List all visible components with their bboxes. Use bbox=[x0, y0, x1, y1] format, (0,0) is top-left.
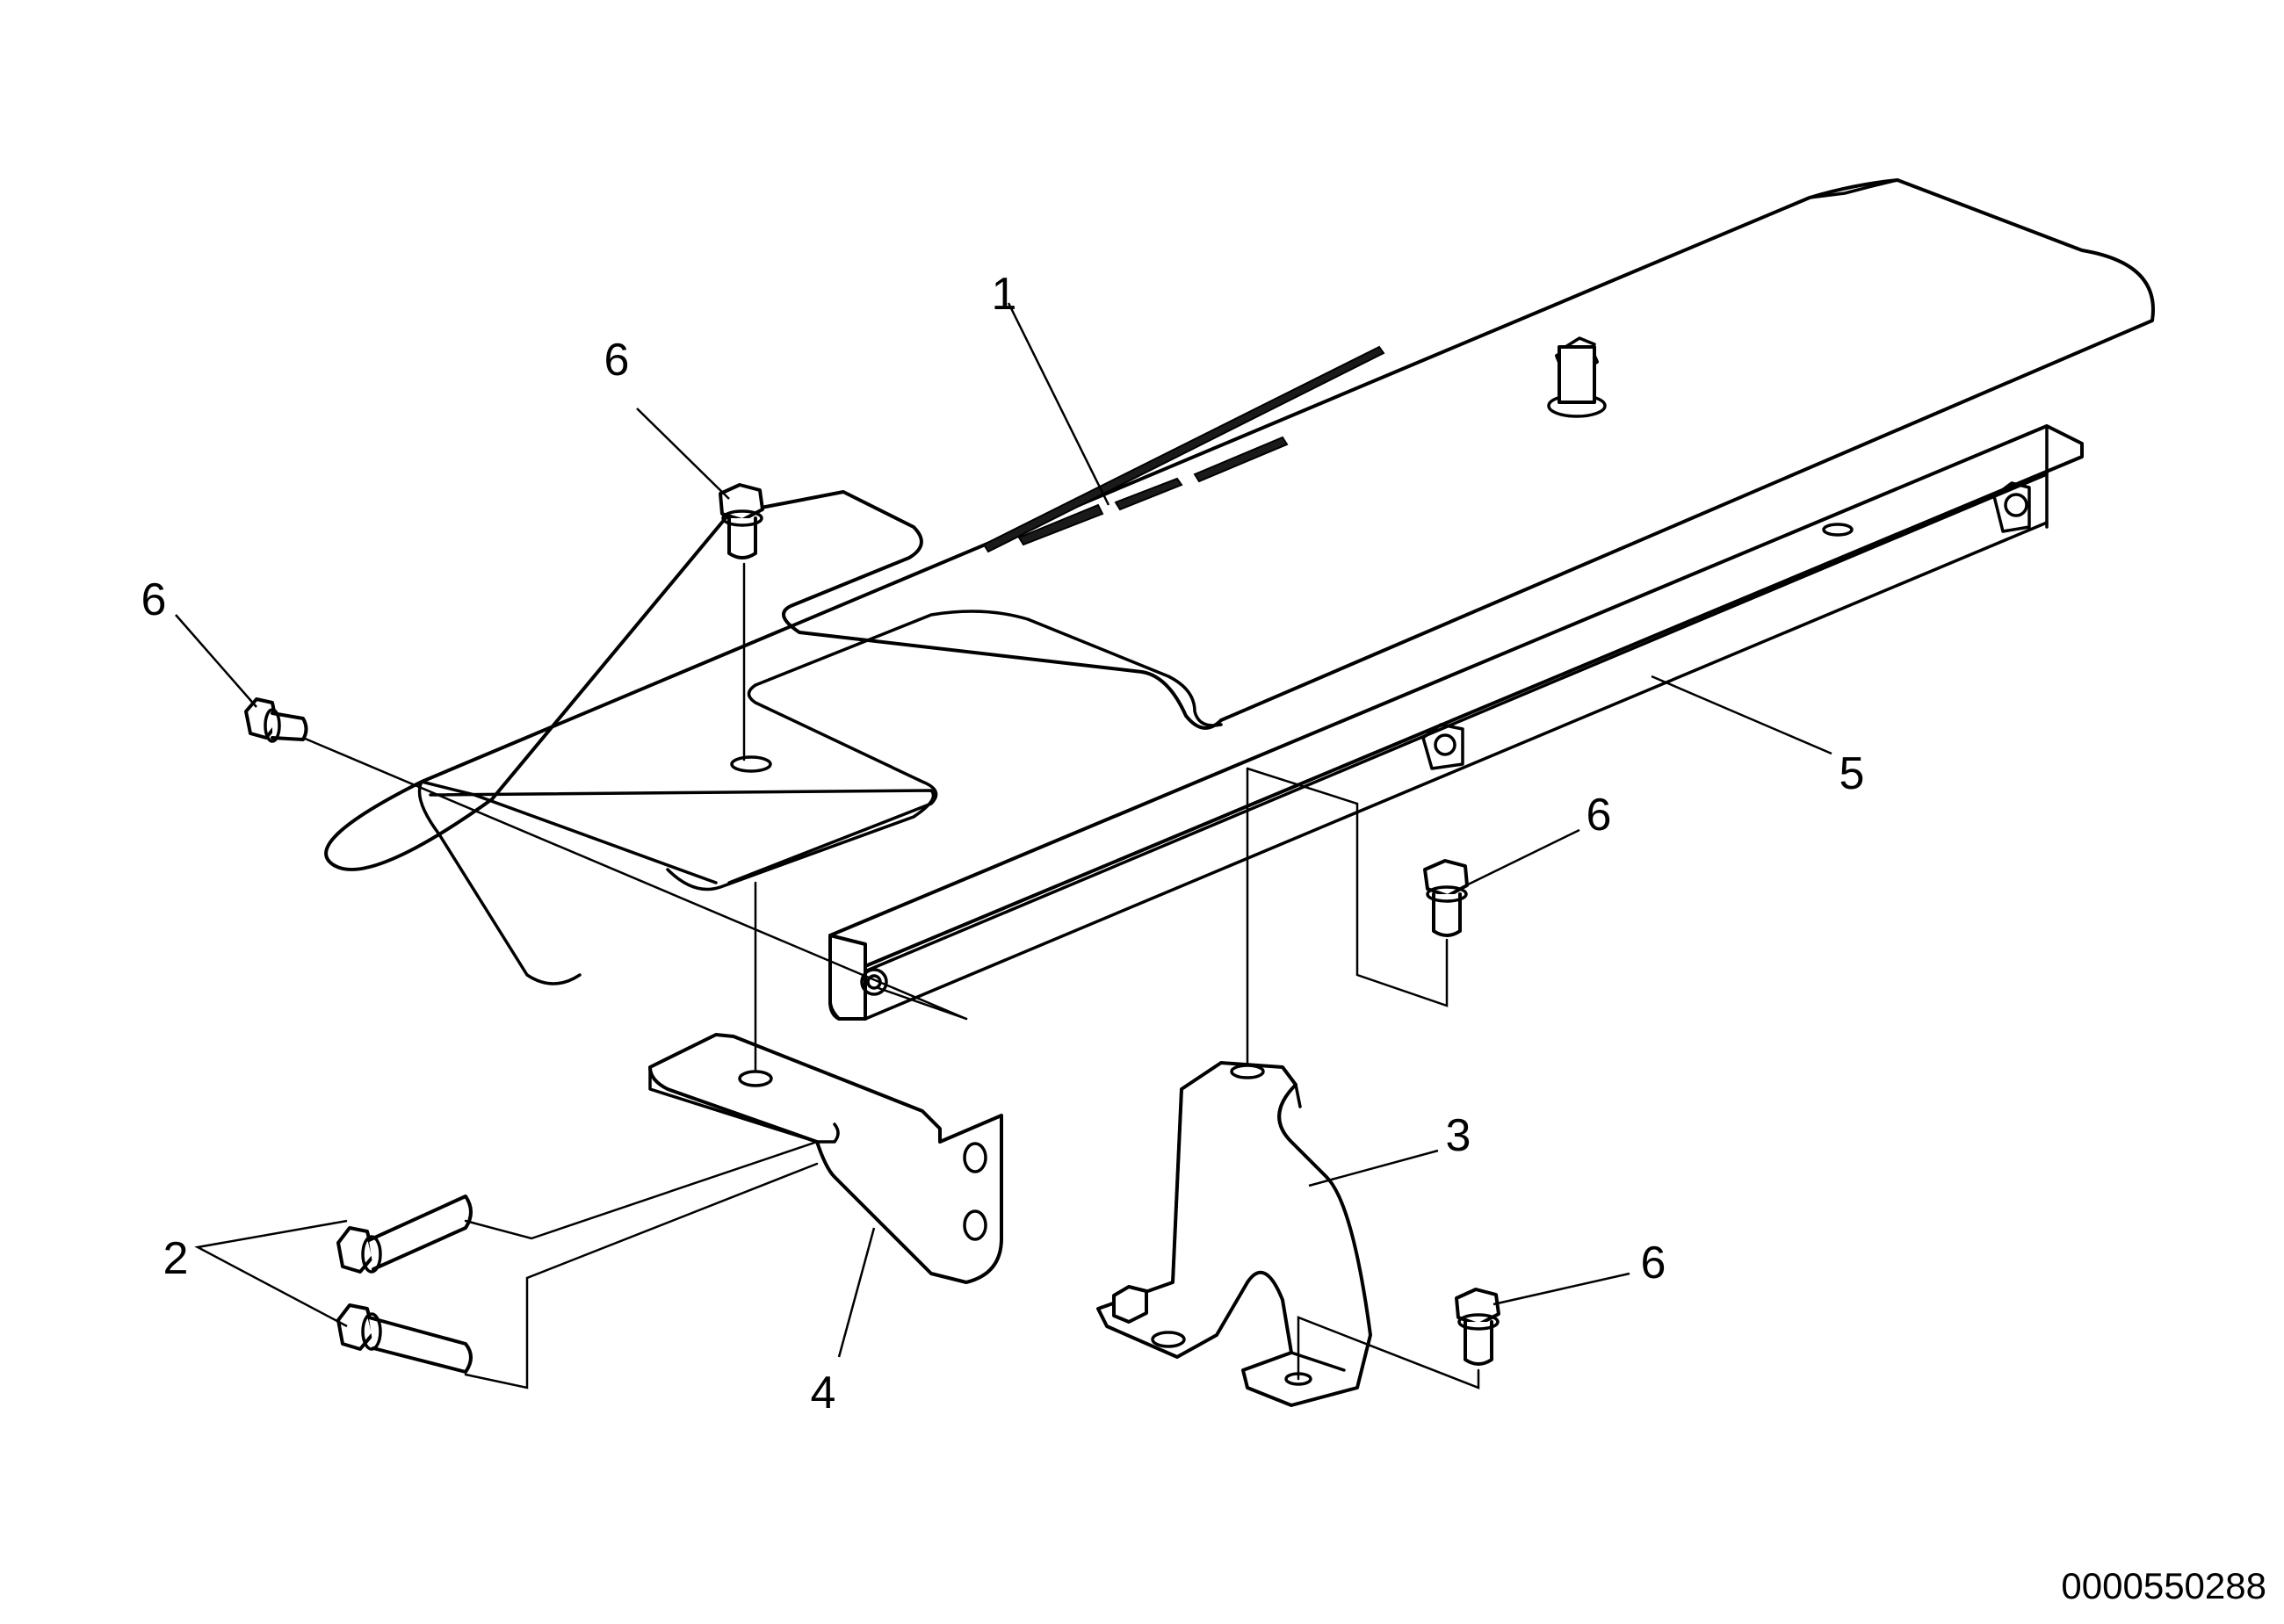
callout-4: 4 bbox=[811, 1368, 836, 1418]
part-3-bracket bbox=[1096, 1061, 1372, 1407]
part-4-bracket bbox=[648, 1033, 1003, 1284]
bolt-6-left bbox=[244, 697, 308, 743]
leader-lines bbox=[175, 302, 1832, 1358]
callout-6-top: 6 bbox=[604, 335, 630, 386]
callout-5: 5 bbox=[1839, 748, 1865, 799]
assembly-lines bbox=[301, 562, 1480, 1389]
bolt-6-bottom bbox=[1455, 1288, 1500, 1366]
part-1-cover bbox=[324, 178, 2155, 985]
bolt-6-top bbox=[719, 483, 764, 559]
callout-6-right: 6 bbox=[1587, 790, 1612, 841]
part-5-rail bbox=[828, 424, 2084, 1021]
bolt-2-lower bbox=[336, 1303, 473, 1374]
callout-6-left: 6 bbox=[141, 574, 167, 625]
callout-3: 3 bbox=[1446, 1110, 1471, 1161]
bolt-2-upper bbox=[336, 1195, 473, 1274]
document-id: 0000550288 bbox=[2061, 1565, 2266, 1606]
callout-labels: 1 2 3 4 5 6 6 6 6 bbox=[141, 269, 1865, 1418]
callout-1: 1 bbox=[992, 269, 1017, 320]
callout-6-bottom: 6 bbox=[1641, 1238, 1666, 1288]
bolt-6-right bbox=[1423, 859, 1469, 937]
callout-2: 2 bbox=[163, 1233, 189, 1284]
